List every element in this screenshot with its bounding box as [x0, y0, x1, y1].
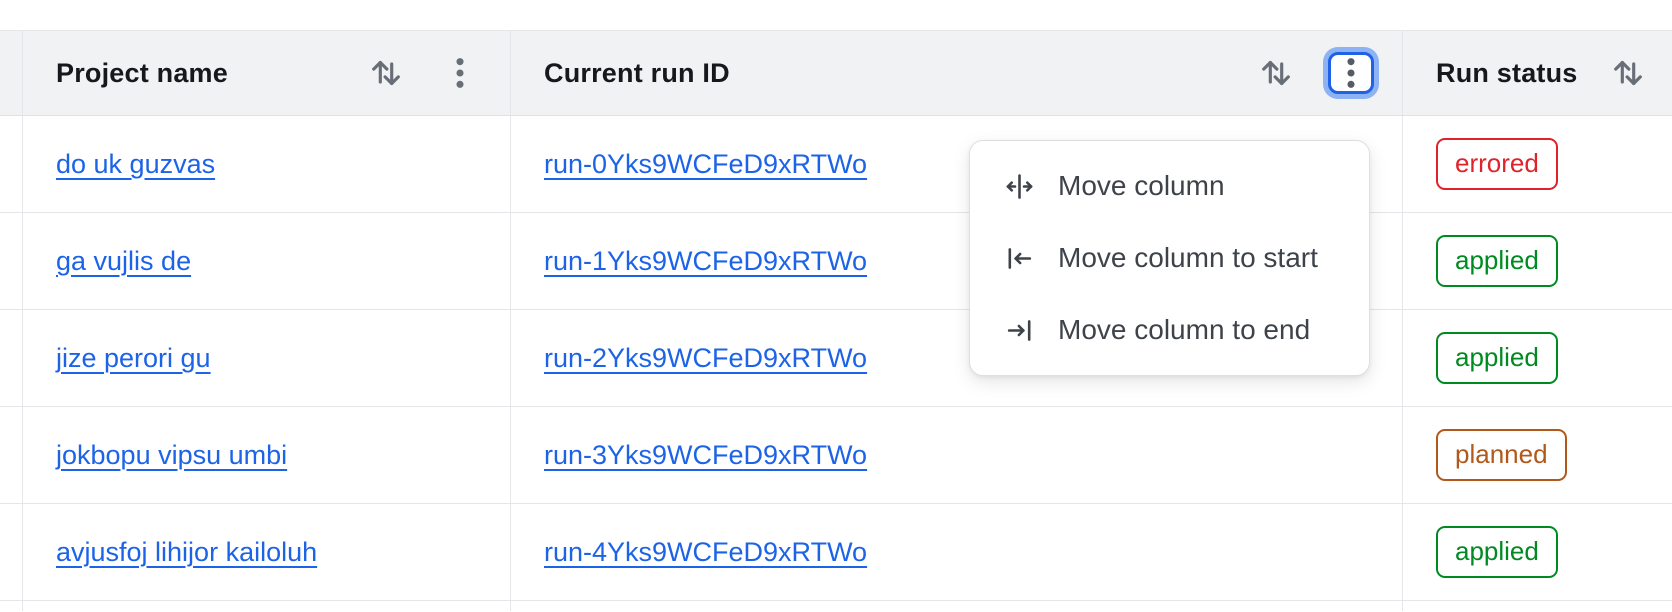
run-id-cell: run-2Yks9WCFeD9xRTWo: [511, 310, 1403, 406]
run-id-cell: run-0Yks9WCFeD9xRTWo: [511, 116, 1403, 212]
column-label: Project name: [56, 57, 228, 88]
status-badge: applied: [1436, 331, 1558, 385]
table-row: jize perori gu run-2Yks9WCFeD9xRTWo appl…: [0, 310, 1672, 407]
status-badge: applied: [1436, 525, 1558, 579]
status-badge: applied: [1436, 234, 1558, 288]
project-name-cell: ga vujlis de: [23, 213, 511, 309]
project-link[interactable]: avjusfoj lihijor kailoluh: [56, 536, 318, 567]
table-row: avjusfoj lihijor kailoluh run-4Yks9WCFeD…: [0, 504, 1672, 601]
gutter-header-cell: [0, 31, 23, 115]
project-name-cell: do uk guzvas: [23, 116, 511, 212]
sort-icon[interactable]: [1606, 52, 1650, 94]
table-row: ga vujlis de run-1Yks9WCFeD9xRTWo applie…: [0, 213, 1672, 310]
menu-item-move-column-to-start[interactable]: Move column to start: [970, 222, 1369, 294]
project-link[interactable]: ga vujlis de: [56, 245, 192, 276]
project-name-cell: [23, 601, 511, 611]
menu-item-label: Move column to end: [1058, 314, 1311, 345]
status-badge: errored: [1436, 137, 1558, 191]
table-row-partial: [0, 601, 1672, 611]
gutter-cell: [0, 116, 23, 212]
run-id-link[interactable]: run-3Yks9WCFeD9xRTWo: [544, 439, 868, 470]
project-link[interactable]: do uk guzvas: [56, 148, 216, 179]
gutter-cell: [0, 601, 23, 611]
menu-item-label: Move column: [1058, 170, 1225, 201]
gutter-cell: [0, 407, 23, 503]
menu-item-move-column-to-end[interactable]: Move column to end: [970, 294, 1369, 366]
menu-item-move-column[interactable]: Move column: [970, 150, 1369, 222]
data-table: Project name Current run ID: [0, 30, 1672, 611]
status-badge: planned: [1436, 428, 1567, 482]
run-id-cell: run-1Yks9WCFeD9xRTWo: [511, 213, 1403, 309]
column-label: Run status: [1436, 57, 1578, 88]
gutter-cell: [0, 213, 23, 309]
run-id-cell: [511, 601, 1403, 611]
gutter-cell: [0, 504, 23, 600]
run-status-cell: applied: [1403, 213, 1672, 309]
table-header-row: Project name Current run ID: [0, 31, 1672, 116]
table-row: jokbopu vipsu umbi run-3Yks9WCFeD9xRTWo …: [0, 407, 1672, 504]
column-label: Current run ID: [544, 57, 730, 88]
column-header-project-name: Project name: [23, 31, 511, 115]
project-link[interactable]: jize perori gu: [56, 342, 211, 373]
run-id-link[interactable]: run-0Yks9WCFeD9xRTWo: [544, 148, 868, 179]
column-header-run-status: Run status: [1403, 31, 1672, 115]
run-status-cell: errored: [1403, 116, 1672, 212]
menu-item-label: Move column to start: [1058, 242, 1318, 273]
project-link[interactable]: jokbopu vipsu umbi: [56, 439, 288, 470]
run-id-link[interactable]: run-4Yks9WCFeD9xRTWo: [544, 536, 868, 567]
column-options-menu: Move column Move column to start Move co…: [969, 140, 1370, 376]
column-header-current-run-id: Current run ID: [511, 31, 1403, 115]
project-name-cell: jize perori gu: [23, 310, 511, 406]
run-id-cell: run-4Yks9WCFeD9xRTWo: [511, 504, 1403, 600]
run-id-link[interactable]: run-2Yks9WCFeD9xRTWo: [544, 342, 868, 373]
run-id-cell: run-3Yks9WCFeD9xRTWo: [511, 407, 1403, 503]
sort-icon[interactable]: [1254, 52, 1298, 94]
move-column-start-icon: [1008, 247, 1032, 269]
move-column-icon: [1006, 173, 1033, 199]
kebab-menu-icon[interactable]: [1328, 52, 1374, 94]
project-name-cell: avjusfoj lihijor kailoluh: [23, 504, 511, 600]
gutter-cell: [0, 310, 23, 406]
run-id-link[interactable]: run-1Yks9WCFeD9xRTWo: [544, 245, 868, 276]
run-status-cell: applied: [1403, 504, 1672, 600]
run-status-cell: [1403, 601, 1672, 611]
kebab-menu-icon[interactable]: [438, 52, 482, 94]
sort-icon[interactable]: [364, 52, 408, 94]
project-name-cell: jokbopu vipsu umbi: [23, 407, 511, 503]
run-status-cell: planned: [1403, 407, 1672, 503]
table-row: do uk guzvas run-0Yks9WCFeD9xRTWo errore…: [0, 116, 1672, 213]
move-column-end-icon: [1007, 319, 1031, 341]
run-status-cell: applied: [1403, 310, 1672, 406]
